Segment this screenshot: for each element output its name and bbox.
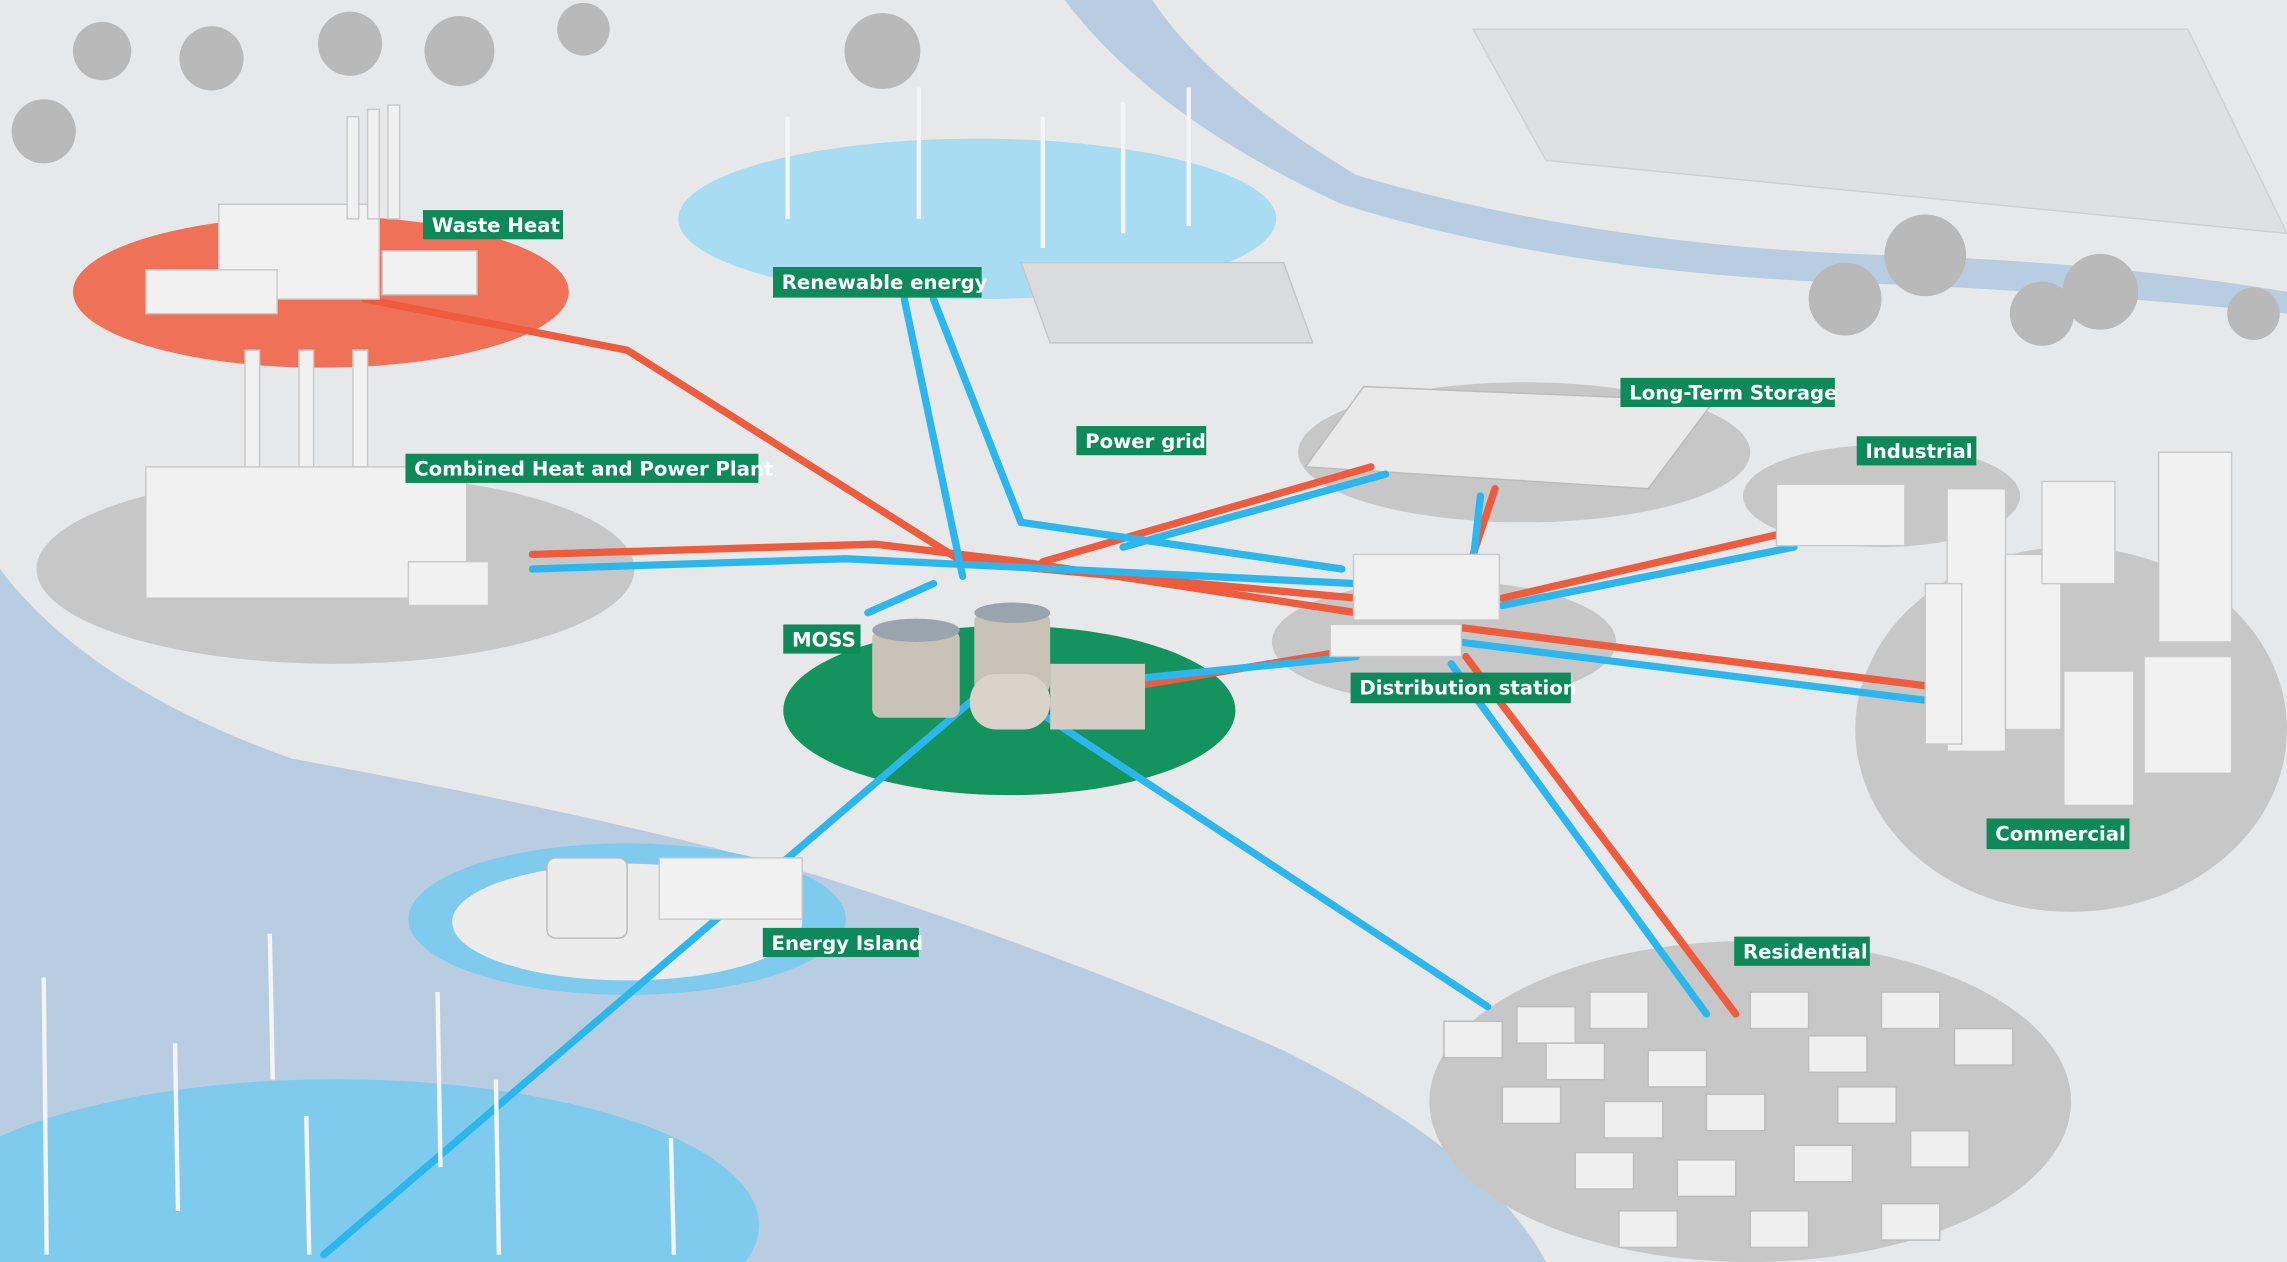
label-renewable-energy: Renewable energy [773,266,988,298]
label-text: Long-Term Storage [1629,382,1837,405]
label-waste-heat: Waste Heat [422,210,563,240]
label-text: Residential [1743,941,1868,964]
chp-plant [145,349,490,607]
label-residential: Residential [1734,936,1870,966]
label-text: Renewable energy [782,271,988,294]
distribution-station [1329,553,1501,658]
label-energy-island: Energy Island [762,927,923,958]
long-term-storage-panels [1304,385,1716,490]
power-lines [320,295,1929,1259]
label-text: Power grid [1085,430,1206,453]
label-text: Energy Island [772,932,923,955]
label-industrial: Industrial [1856,436,1977,466]
label-moss: MOSS [783,624,861,654]
energy-island-facility [546,857,803,939]
solar-field [1019,261,1314,344]
residential-houses [1443,991,2014,1249]
trees [11,2,2280,346]
industrial-building [1775,483,1906,547]
solar-farm [1471,28,2287,235]
heat-lines [360,295,1929,1018]
label-long-term-storage: Long-Term Storage [1620,377,1837,408]
waste-heat-plant [145,104,478,315]
renewable-zone [678,138,1277,300]
label-text: Waste Heat [432,214,560,237]
label-text: Combined Heat and Power Plant [414,458,773,481]
label-power-grid: Power grid [1076,426,1207,456]
label-commercial: Commercial [1986,818,2130,850]
label-text: MOSS [792,628,856,651]
offshore-wind-zone [0,1079,760,1262]
label-distribution-station: Distribution station [1350,672,1577,704]
label-text: Industrial [1865,440,1972,463]
label-chp-plant: Combined Heat and Power Plant [405,453,773,483]
moss-facility [872,602,1145,730]
label-text: Commercial [1995,822,2126,845]
river [1064,0,2287,314]
commercial-buildings [1924,451,2233,807]
label-text: Distribution station [1359,676,1576,699]
wind-turbines [41,87,1191,1255]
